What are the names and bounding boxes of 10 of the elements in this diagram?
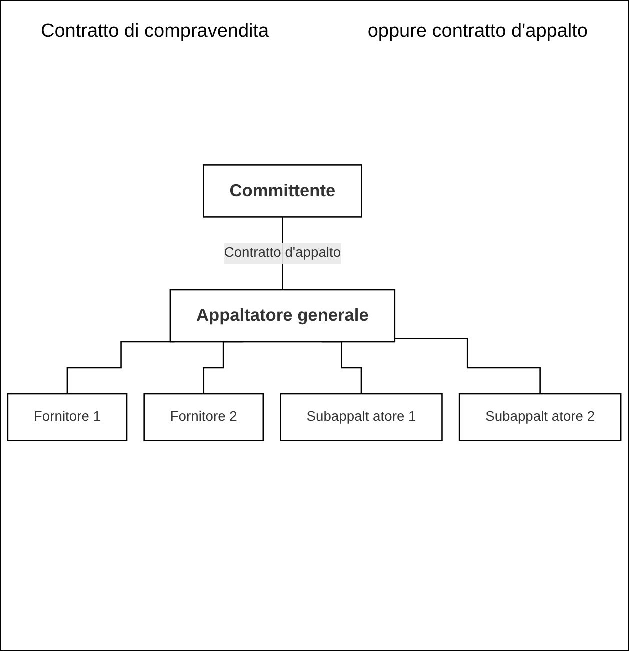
node-box: Subappalt atore 1 [280,393,443,442]
edge-label: Contratto d'appalto [224,246,342,261]
node-box: Fornitore 2 [144,393,264,442]
node-box: Appaltatore generale [170,289,396,343]
node-box: Fornitore 1 [7,393,128,442]
contract-note: Contratto di compravendita [41,21,270,43]
node-box: Committente [203,164,362,218]
connector [394,338,541,395]
node-box: Subappalt atore 2 [458,393,622,442]
contract-note: oppure contratto d'appalto [368,21,588,43]
